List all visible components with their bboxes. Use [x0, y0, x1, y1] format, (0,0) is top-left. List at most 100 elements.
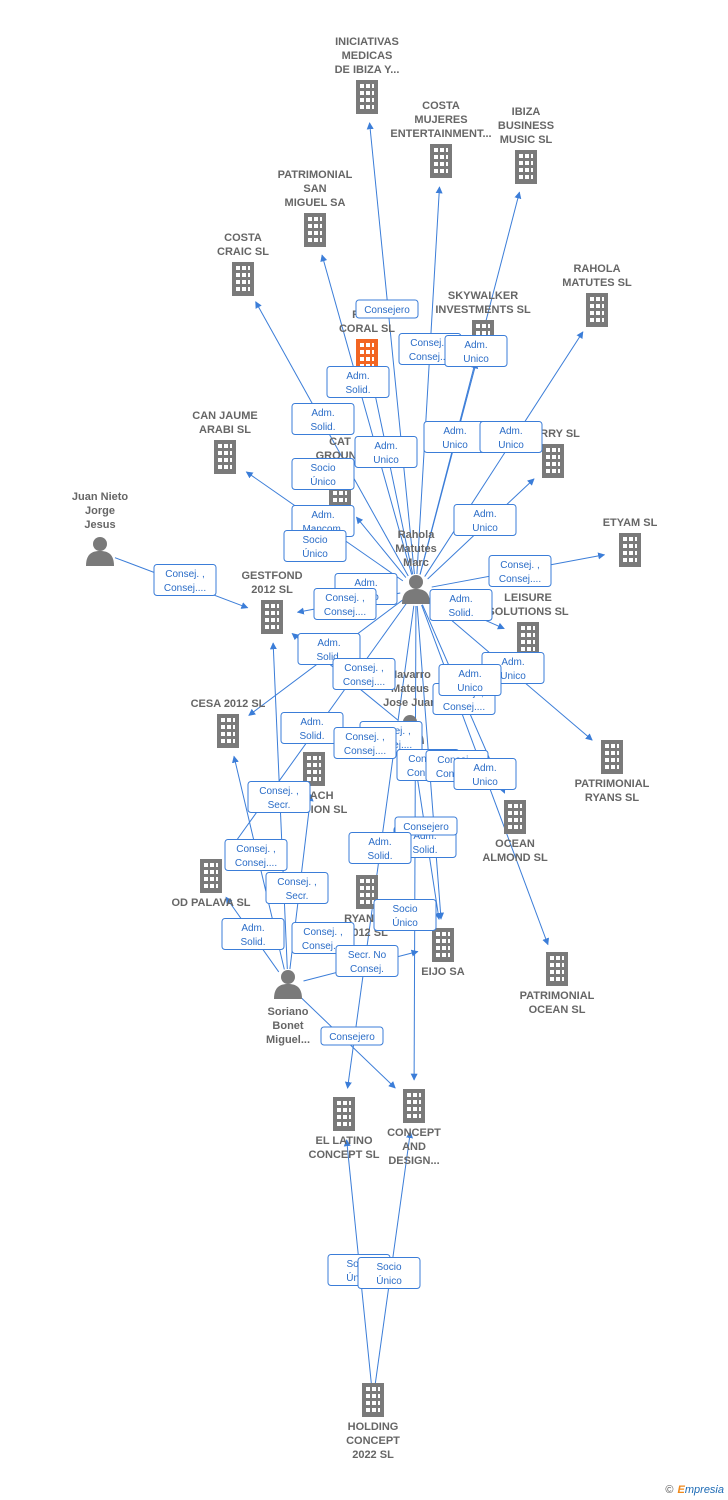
role-box-frame [444, 335, 508, 367]
building-icon [546, 952, 568, 986]
role-box[interactable]: Consejero [394, 816, 458, 836]
role-box[interactable]: Adm.Unico [479, 421, 543, 453]
building-icon [261, 600, 283, 634]
role-box[interactable]: Adm.Unico [453, 504, 517, 536]
role-box-text: Secr. [286, 891, 309, 902]
node-label-line: MUSIC SL [500, 134, 553, 146]
role-box[interactable]: Consej. ,Secr. [247, 781, 311, 813]
node-label-line: LEISURE [504, 592, 552, 604]
role-box[interactable]: Consej. ,Consej.... [332, 658, 396, 690]
role-box-text: Socio [376, 1262, 401, 1273]
node-label-line: BUSINESS [498, 120, 554, 132]
role-box-text: Solid. [367, 851, 392, 862]
role-box-text: Consej.... [302, 941, 344, 952]
node-od_palava[interactable]: OD PALAVA SL [171, 859, 251, 909]
role-box[interactable]: Adm.Solid. [297, 633, 361, 665]
role-box-text: Unico [463, 354, 489, 365]
role-box[interactable]: Consej. ,Secr. [265, 872, 329, 904]
node-leisure[interactable]: LEISURE SOLUTIONS SL [487, 592, 569, 656]
node-soriano[interactable]: SorianoBonetMiguel... [266, 970, 310, 1046]
role-box[interactable]: Consej. ,Consej.... [153, 564, 217, 596]
node-label-line: AND [402, 1141, 426, 1153]
role-box[interactable]: Adm.Unico [453, 758, 517, 790]
role-box[interactable]: Consej. ,Consej.... [313, 588, 377, 620]
person-icon [402, 575, 430, 604]
role-box-frame [333, 727, 397, 759]
role-box-text: Adm. [346, 371, 369, 382]
node-ocean_almond[interactable]: OCEAN ALMOND SL [482, 800, 548, 864]
role-box-text: Secr. [268, 800, 291, 811]
node-label-line: Rahola [398, 529, 436, 541]
role-box[interactable]: Adm.Solid. [348, 832, 412, 864]
role-box-text: Secr. No [348, 950, 387, 961]
role-box-text: Adm. [311, 408, 334, 419]
role-box-frame [313, 588, 377, 620]
role-box-text: Adm. [413, 831, 436, 842]
role-box-text: Único [376, 1274, 402, 1287]
role-box[interactable]: Adm.Unico [444, 335, 508, 367]
node-cesa[interactable]: CESA 2012 SL [191, 698, 266, 748]
role-box[interactable]: Adm.Solid. [221, 918, 285, 950]
node-costa_mujeres[interactable]: COSTAMUJERESENTERTAINMENT... [390, 100, 492, 178]
node-label-line: SOLUTIONS SL [487, 606, 569, 618]
node-label-line: Soriano [268, 1006, 309, 1018]
node-label-line: OCEAN [495, 838, 535, 850]
role-box[interactable]: Adm.Solid. [291, 403, 355, 435]
building-icon [601, 740, 623, 774]
role-box[interactable]: Consejero [320, 1026, 384, 1046]
role-box-text: Adm. [300, 717, 323, 728]
role-box[interactable]: Adm.Solid. [326, 366, 390, 398]
role-box[interactable]: Adm.Solid. [429, 589, 493, 621]
role-box-text: Consej.... [344, 746, 386, 757]
role-box[interactable]: Consejero [355, 299, 419, 319]
edge-rahola_marc-to-rahola_matutes_sl [424, 331, 584, 577]
copyright-symbol: © [665, 1484, 674, 1496]
node-etyam[interactable]: ETYAM SL [603, 517, 658, 567]
role-box[interactable]: Consej. ,Consej.... [333, 727, 397, 759]
node-ryan_coral[interactable]: RYANCORAL SL [339, 309, 395, 373]
node-label-line: OCEAN SL [529, 1004, 586, 1016]
role-box[interactable]: Adm.Unico [438, 664, 502, 696]
node-label-line: IBIZA [512, 106, 541, 118]
building-icon [542, 444, 564, 478]
role-box-text: Unico [373, 455, 399, 466]
node-ibiza_business[interactable]: IBIZA BUSINESS MUSIC SL [498, 106, 554, 184]
node-concept_design[interactable]: CONCEPTANDDESIGN... [387, 1089, 441, 1167]
node-label-line: CONCEPT SL [309, 1149, 380, 1161]
role-box-text: Único [310, 475, 336, 488]
footer-brand[interactable]: ©Empresia [665, 1484, 724, 1496]
role-box[interactable]: Adm.Unico [354, 436, 418, 468]
node-label-line: OD PALAVA SL [171, 897, 250, 909]
role-box[interactable]: Consej. ,Consej.... [224, 839, 288, 871]
node-label-line: COSTA [422, 100, 460, 112]
node-label-line: RYANS SL [585, 792, 639, 804]
role-box[interactable]: Consej. ,Consej.... [488, 555, 552, 587]
node-label-line: CONCEPT [387, 1127, 441, 1139]
person-icon [86, 537, 114, 566]
edge-rahola_marc-to-costa_mujeres [416, 186, 443, 575]
role-box-text: Solid. [448, 608, 473, 619]
role-box[interactable]: Adm.Unico [423, 421, 487, 453]
node-eijo[interactable]: EIJO SA [421, 928, 465, 978]
node-label-line: ALMOND SL [482, 852, 548, 864]
building-icon [504, 800, 526, 834]
